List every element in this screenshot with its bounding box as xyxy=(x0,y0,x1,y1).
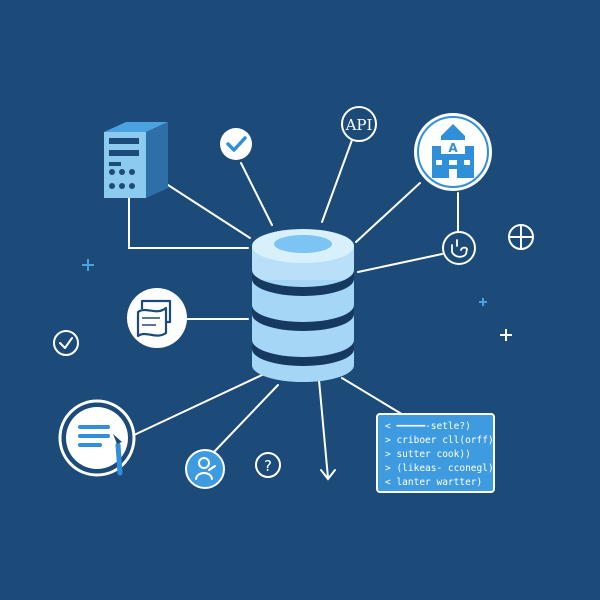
plus-icon xyxy=(479,298,487,306)
plus-icon xyxy=(82,259,94,271)
folder-node[interactable] xyxy=(127,288,187,348)
link-api xyxy=(321,139,353,223)
terminal-panel[interactable]: < ━━━━━-setle?) > criboer cll(orff) > su… xyxy=(376,413,495,493)
check-top-node[interactable] xyxy=(220,128,252,160)
question-icon xyxy=(255,452,281,478)
document-node[interactable] xyxy=(58,399,136,477)
decorative-plus-signs xyxy=(82,259,512,341)
link-person xyxy=(212,384,279,454)
terminal-line-2: > criboer cll(orff) xyxy=(385,435,494,446)
help-node[interactable]: ? xyxy=(255,452,281,478)
document-stack-icon xyxy=(136,299,172,338)
link-server xyxy=(128,197,249,249)
server-tower-icon[interactable] xyxy=(104,122,168,198)
person-node[interactable] xyxy=(185,449,225,489)
building-icon: A xyxy=(432,124,474,178)
link-hand xyxy=(357,253,443,273)
link-building xyxy=(355,182,421,243)
help-label: ? xyxy=(264,457,272,475)
api-label: API xyxy=(345,116,373,134)
building-node[interactable]: A xyxy=(414,113,492,191)
check-left-node[interactable] xyxy=(53,330,79,356)
terminal-line-5: < lanter wartter) xyxy=(385,477,482,488)
terminal-line-3: > sutter cook)) xyxy=(385,449,471,460)
building-letter: A xyxy=(448,141,458,155)
connection-lines xyxy=(128,139,459,481)
terminal-line-1: < ━━━━━-setle?) xyxy=(385,421,471,432)
link-document xyxy=(133,374,263,436)
link-check-top xyxy=(240,162,273,226)
document-edit-icon xyxy=(78,425,123,476)
plus-circle-icon xyxy=(508,224,534,250)
checkmark-icon xyxy=(59,337,73,349)
hand-node[interactable] xyxy=(442,231,476,265)
link-arrow xyxy=(318,379,329,479)
link-server-diagonal xyxy=(167,184,251,239)
terminal-line-4: > (likeas- cconegl) xyxy=(385,463,494,474)
link-terminal xyxy=(341,377,406,417)
link-arrow-head xyxy=(320,469,336,481)
api-node[interactable]: API xyxy=(341,106,377,142)
checkmark-icon xyxy=(226,136,247,152)
api-icon xyxy=(341,106,377,142)
database-icon xyxy=(252,229,354,382)
hand-icon xyxy=(451,239,468,258)
person-icon xyxy=(195,457,216,480)
plus-icon xyxy=(500,329,512,341)
